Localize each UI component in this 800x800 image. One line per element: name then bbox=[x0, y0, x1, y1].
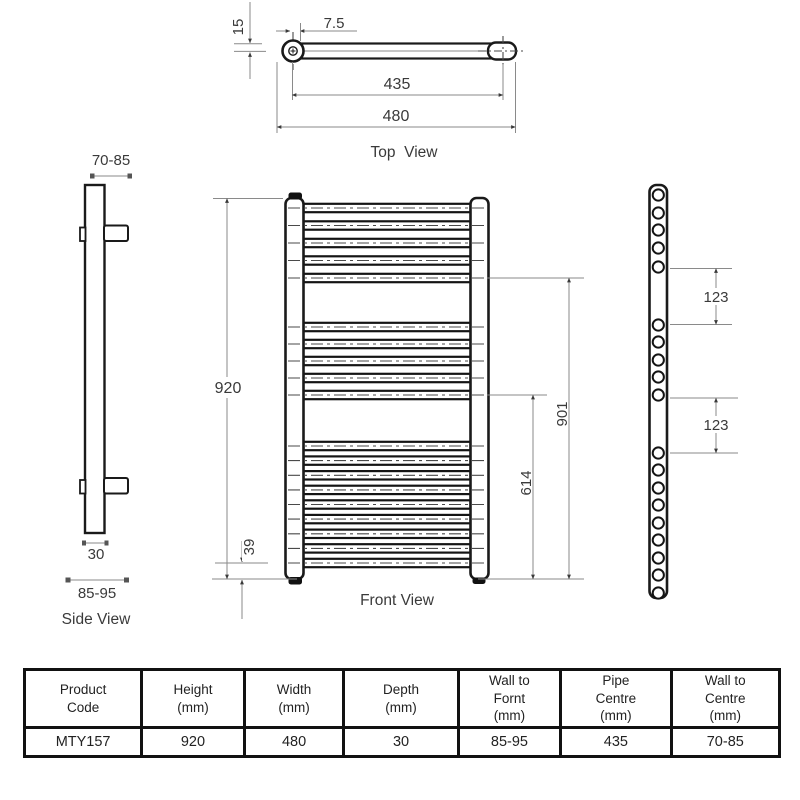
label-backing bbox=[702, 416, 731, 433]
pipe-end-circle bbox=[651, 335, 665, 349]
pipe-end-circle bbox=[651, 388, 665, 402]
pipe-end-circle bbox=[651, 533, 665, 547]
pipe-end-circle bbox=[651, 370, 665, 384]
dim-label-7p5: 7.5 bbox=[324, 15, 345, 32]
left-rail bbox=[284, 196, 305, 581]
dim-label-435: 435 bbox=[384, 76, 411, 93]
table-value-height: 920 bbox=[143, 729, 243, 755]
pipe-end-circle bbox=[651, 241, 665, 255]
right-rail-bottom-plug bbox=[472, 577, 486, 584]
label-backing bbox=[242, 532, 256, 561]
dim-label-70-85: 70-85 bbox=[92, 152, 130, 169]
front-view: 920 39 614 901 Front View bbox=[209, 192, 584, 619]
pipe-end-circle bbox=[651, 568, 665, 582]
table-header-height: Height (mm) bbox=[143, 671, 243, 726]
dim-label-123-upper: 123 bbox=[703, 289, 728, 306]
left-rail-bottom-plug bbox=[288, 577, 302, 585]
top-wall-bracket bbox=[103, 224, 129, 242]
dim-end-marker bbox=[65, 577, 71, 583]
front-bars-group bbox=[302, 202, 472, 569]
label-backing bbox=[516, 461, 532, 505]
dim-label-123-lower: 123 bbox=[703, 417, 728, 434]
dim-label-15: 15 bbox=[230, 19, 247, 36]
pipe-end-circle bbox=[651, 586, 665, 600]
pipe-end-circle bbox=[651, 551, 665, 565]
dim-label-39: 39 bbox=[241, 539, 258, 556]
side-view-right: 123 123 bbox=[648, 183, 738, 600]
pipe-end-circle bbox=[651, 318, 665, 332]
right-rail bbox=[469, 196, 490, 581]
table-value-product-code: MTY157 bbox=[26, 729, 141, 755]
radiator-technical-drawing: 15 7.5 435 480 Top View bbox=[62, 2, 738, 628]
spec-table: Product Code Height (mm) Width (mm) Dept… bbox=[23, 668, 781, 758]
table-value-pipe-centre: 435 bbox=[562, 729, 670, 755]
bar-centerlines-group bbox=[288, 207, 486, 564]
dim-label-480: 480 bbox=[383, 108, 410, 125]
label-backing bbox=[552, 392, 568, 436]
side-profile-body bbox=[83, 183, 106, 535]
label-backing bbox=[702, 288, 731, 305]
pipe-end-circle bbox=[651, 498, 665, 512]
table-value-depth: 30 bbox=[345, 729, 457, 755]
top-valve-tab bbox=[79, 226, 87, 242]
dim-end-marker bbox=[82, 540, 86, 546]
dim-label-614: 614 bbox=[518, 470, 535, 495]
table-header-wall-to-centre: Wall to Centre (mm) bbox=[672, 671, 778, 726]
pipe-end-circles-group bbox=[651, 188, 665, 600]
side-view-label: Side View bbox=[62, 611, 131, 628]
pipe-end-circle bbox=[651, 481, 665, 495]
pipe-end-circle bbox=[651, 353, 665, 367]
dim-end-marker bbox=[104, 540, 109, 546]
front-view-label: Front View bbox=[360, 592, 435, 609]
pipe-end-circle bbox=[651, 463, 665, 477]
table-header-product-code: Product Code bbox=[26, 671, 141, 726]
pipe-end-circle bbox=[651, 516, 665, 530]
pipe-end-circle bbox=[651, 206, 665, 220]
top-view-label: Top View bbox=[371, 144, 439, 161]
table-header-pipe-centre: Pipe Centre (mm) bbox=[562, 671, 670, 726]
table-value-width: 480 bbox=[245, 729, 343, 755]
dim-label-85-95: 85-95 bbox=[78, 585, 116, 602]
bottom-valve-tab bbox=[79, 479, 87, 495]
table-value-wall-to-centre: 70-85 bbox=[672, 729, 778, 755]
dim-label-901: 901 bbox=[554, 401, 571, 426]
dim-end-marker bbox=[127, 173, 132, 179]
top-view: 15 7.5 435 480 Top View bbox=[230, 2, 524, 161]
dim-label-920: 920 bbox=[215, 380, 242, 397]
table-header-wall-to-front: Wall to Fornt (mm) bbox=[459, 671, 560, 726]
bottom-wall-bracket bbox=[103, 477, 129, 495]
left-rail-top-plug bbox=[288, 192, 302, 200]
dim-end-marker bbox=[124, 577, 129, 583]
label-backing bbox=[209, 377, 247, 398]
pipe-end-circle bbox=[651, 188, 665, 202]
pipe-end-circle bbox=[651, 446, 665, 460]
dim-end-marker bbox=[90, 173, 95, 179]
pipe-end-circle bbox=[651, 260, 665, 274]
dim-label-30: 30 bbox=[88, 546, 105, 563]
table-header-width: Width (mm) bbox=[245, 671, 343, 726]
side-view-left: 70-85 30 85-95 Side View bbox=[62, 152, 132, 628]
table-header-depth: Depth (mm) bbox=[345, 671, 457, 726]
table-value-wall-to-front: 85-95 bbox=[459, 729, 560, 755]
pipe-end-circle bbox=[651, 223, 665, 237]
